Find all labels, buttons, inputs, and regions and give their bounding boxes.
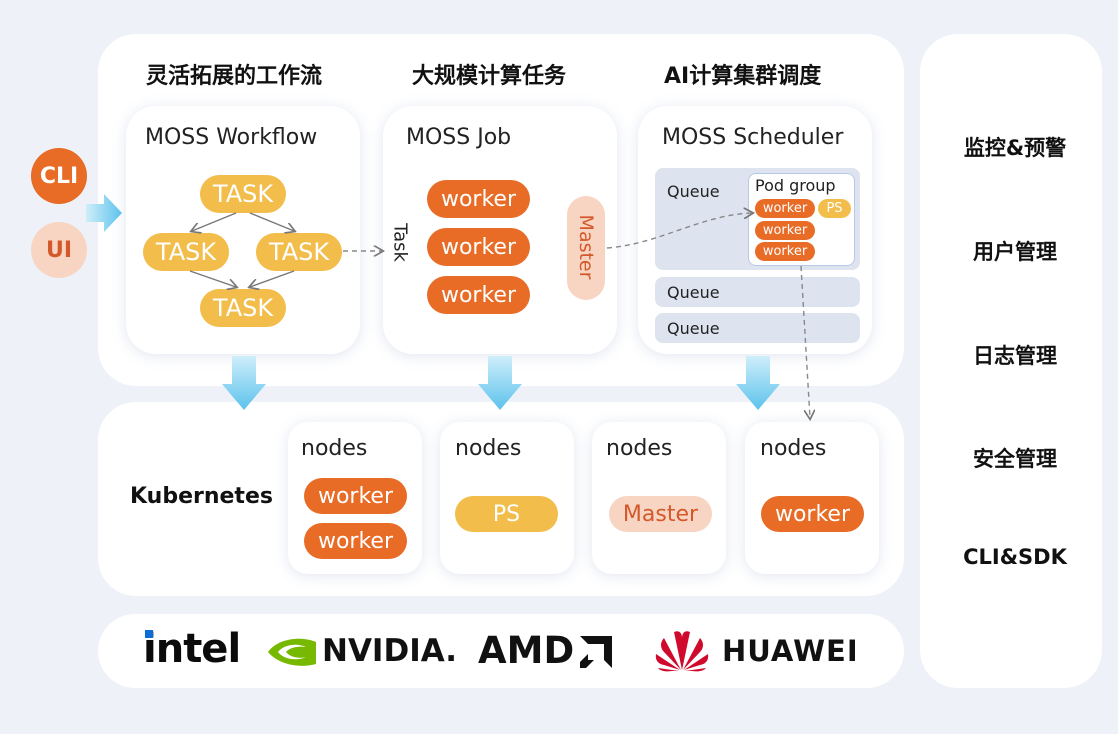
- queue-main-label: Queue: [667, 182, 720, 201]
- nvidia-eye-icon: [266, 634, 318, 674]
- job-master-label: Master: [575, 214, 597, 280]
- scheduler-title: MOSS Scheduler: [662, 125, 844, 150]
- sidebar-item-monitoring[interactable]: 监控&预警: [963, 136, 1067, 160]
- job-worker: worker: [427, 228, 530, 266]
- pod-worker: worker: [755, 242, 815, 261]
- header-scheduler: AI计算集群调度: [664, 64, 822, 89]
- nodes-title: nodes: [606, 436, 673, 461]
- nodes-title: nodes: [301, 436, 368, 461]
- job-worker: worker: [427, 276, 530, 314]
- node-ps: PS: [455, 496, 558, 532]
- nvidia-logo: NVIDIA.: [322, 633, 458, 669]
- sidebar-item-cli-sdk[interactable]: CLI&SDK: [963, 545, 1067, 569]
- node-worker: worker: [761, 496, 864, 532]
- sidebar-item-log-management[interactable]: 日志管理: [973, 344, 1057, 368]
- node-worker: worker: [304, 478, 407, 514]
- job-title: MOSS Job: [406, 125, 512, 150]
- intel-dot: [145, 630, 153, 638]
- job-task-label: Task: [389, 223, 411, 262]
- node-master: Master: [609, 496, 712, 532]
- nodes-title: nodes: [455, 436, 522, 461]
- sidebar-panel: [920, 34, 1102, 688]
- amd-arrow-icon: [578, 634, 614, 674]
- kubernetes-label: Kubernetes: [130, 484, 273, 509]
- huawei-flower-icon: [652, 626, 712, 676]
- nodes-title: nodes: [760, 436, 827, 461]
- task-node: TASK: [200, 175, 286, 213]
- vendors-panel: [98, 614, 904, 688]
- cli-badge[interactable]: CLI: [31, 148, 87, 204]
- pod-worker: worker: [755, 221, 815, 240]
- job-master-pill: [567, 196, 605, 300]
- pod-group-title: Pod group: [755, 176, 836, 195]
- job-worker: worker: [427, 180, 530, 218]
- node-worker: worker: [304, 523, 407, 559]
- amd-logo: AMD: [478, 629, 575, 672]
- pod-ps: PS: [818, 199, 851, 218]
- header-job: 大规模计算任务: [412, 64, 567, 89]
- task-node: TASK: [200, 289, 286, 327]
- sidebar-item-user-management[interactable]: 用户管理: [973, 240, 1057, 264]
- sidebar-item-security-management[interactable]: 安全管理: [973, 447, 1057, 471]
- intel-logo: intel: [143, 626, 241, 672]
- queue-row: Queue: [655, 277, 860, 307]
- huawei-logo: HUAWEI: [722, 634, 859, 668]
- queue-row: Queue: [655, 313, 860, 343]
- workflow-title: MOSS Workflow: [145, 125, 318, 150]
- task-node: TASK: [256, 233, 342, 271]
- pod-worker: worker: [755, 199, 815, 218]
- task-node: TASK: [143, 233, 229, 271]
- ui-badge[interactable]: UI: [31, 222, 87, 278]
- header-workflow: 灵活拓展的工作流: [146, 64, 323, 89]
